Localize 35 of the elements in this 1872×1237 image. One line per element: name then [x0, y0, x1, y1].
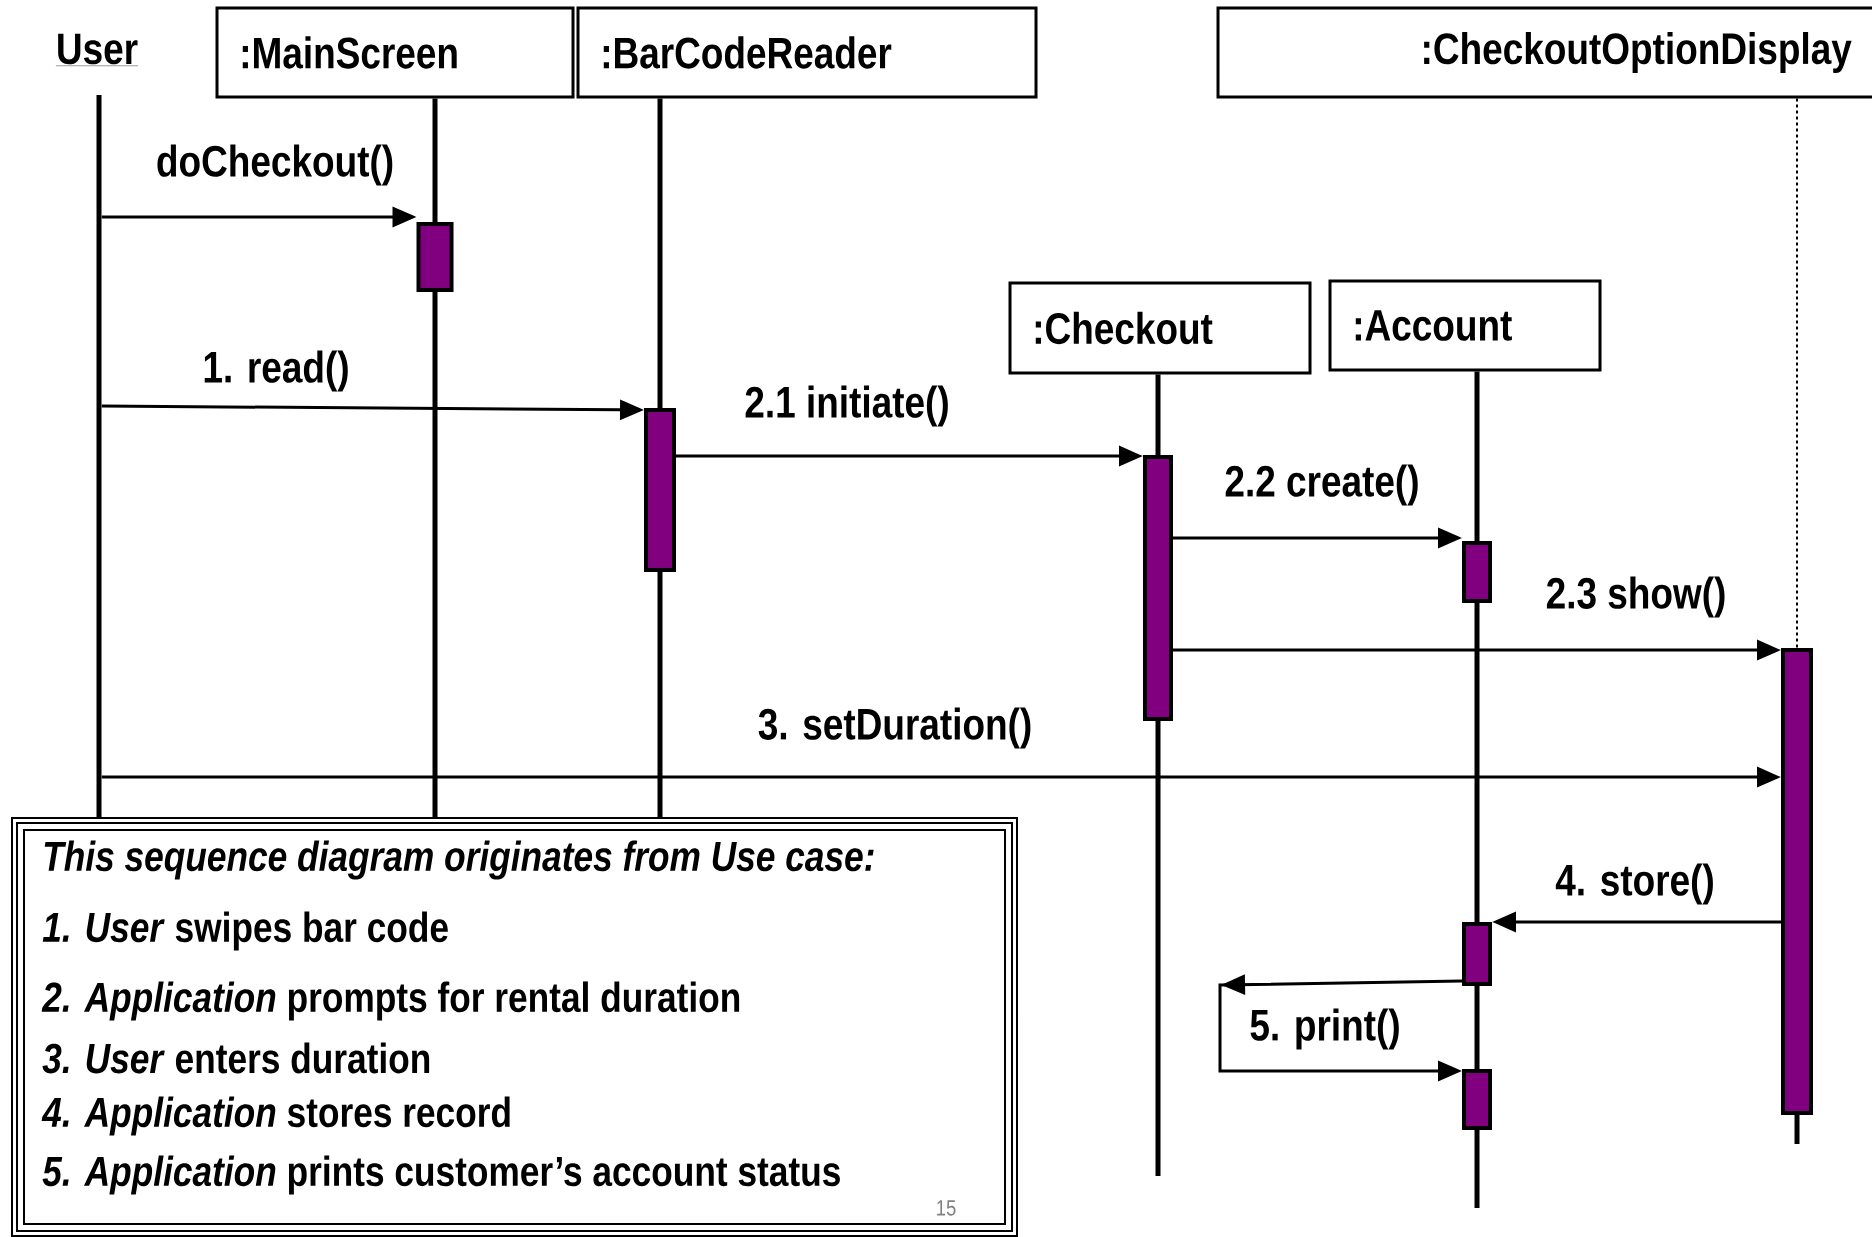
activation-bar — [1462, 1069, 1492, 1130]
edge-label: 2.2 create() — [1222, 462, 1422, 508]
edge-label: 2.3 show() — [1543, 574, 1729, 620]
lifeline — [1474, 986, 1480, 1069]
edge-label: doCheckout() — [153, 142, 397, 188]
object-box: :Account — [1328, 279, 1602, 372]
lifeline — [432, 98, 438, 222]
lifeline — [432, 292, 438, 817]
lifeline — [1794, 1115, 1800, 1144]
object-box: :BarCodeReader — [576, 6, 1038, 99]
lifeline — [1474, 603, 1480, 922]
activation-bar — [1143, 455, 1173, 721]
object-box: :MainScreen — [215, 6, 575, 99]
lifeline — [1474, 371, 1480, 541]
lifeline — [657, 572, 663, 817]
activation-bar — [1462, 541, 1492, 603]
edge-label: 3. setDuration() — [755, 705, 1035, 751]
activation-bar — [1462, 922, 1492, 986]
activation-bar — [416, 222, 454, 292]
object-box: :Checkout — [1008, 281, 1312, 375]
edge-label: 1. read() — [200, 348, 352, 394]
edge-label: 5. print() — [1247, 1006, 1403, 1052]
lifeline — [1474, 1130, 1480, 1208]
object-box: :CheckoutOptionDisplay — [1216, 6, 1872, 99]
lifeline — [96, 95, 102, 818]
lifeline — [1796, 97, 1798, 649]
lifeline — [1155, 374, 1161, 455]
lifeline — [657, 98, 663, 408]
edge-label: 2.1 initiate() — [742, 383, 952, 429]
edge-label: 4. store() — [1553, 861, 1717, 907]
lifeline — [1155, 721, 1161, 1176]
activation-bar — [644, 408, 676, 572]
actor-label: User — [55, 33, 139, 66]
page-number: 15 — [937, 1200, 956, 1216]
activation-bar — [1781, 648, 1813, 1115]
